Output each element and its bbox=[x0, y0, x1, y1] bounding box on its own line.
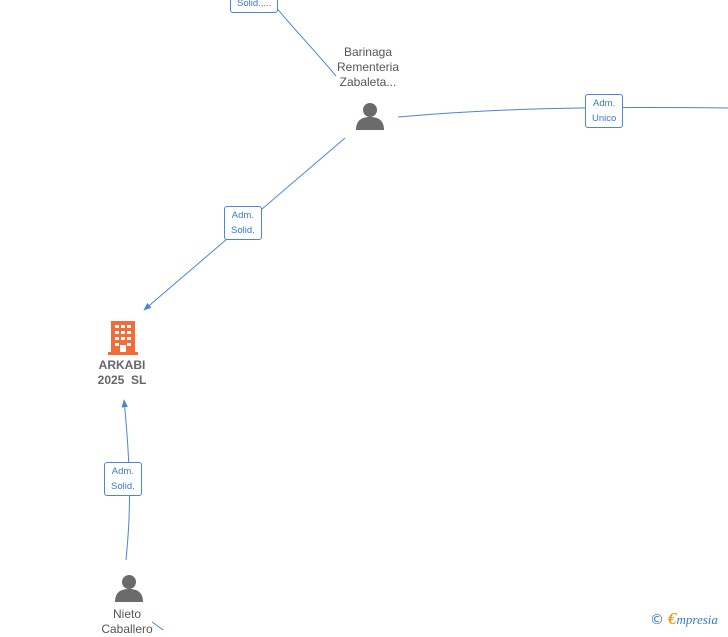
edge-label-line: Adm. bbox=[231, 210, 254, 221]
node-name-line: ARKABI bbox=[98, 358, 146, 372]
edge-label-barinaga-right: Adm. Unico bbox=[585, 94, 624, 128]
brand-logo: ©€mpresia bbox=[650, 609, 718, 629]
building-icon[interactable] bbox=[108, 319, 138, 355]
node-name-line: Rementeria bbox=[336, 60, 400, 74]
edge-label-line: Adm. bbox=[593, 98, 616, 109]
edge-nieto-partial bbox=[151, 621, 165, 630]
edge-label-barinaga-arkabi: Adm. Solid. bbox=[224, 206, 262, 240]
node-name-line: Zabaleta... bbox=[339, 75, 397, 89]
brand-initial: € bbox=[668, 609, 677, 628]
node-label-nieto[interactable]: Nieto Caballero bbox=[87, 607, 167, 637]
edge-barinaga-right bbox=[397, 106, 728, 118]
node-name-line: 2025 SL bbox=[97, 373, 147, 387]
node-name-line: Barinaga bbox=[343, 45, 393, 59]
edge-label-line: Solid. bbox=[111, 481, 135, 492]
edge-label-top-partial: Solid.,... bbox=[230, 0, 279, 13]
edge-label-line: Solid.,... bbox=[237, 0, 272, 9]
edge-label-line: Solid. bbox=[231, 225, 255, 236]
person-icon[interactable] bbox=[354, 101, 386, 131]
node-label-barinaga[interactable]: Barinaga Rementeria Zabaleta... bbox=[318, 45, 418, 90]
edge-label-nieto-arkabi: Adm. Solid. bbox=[104, 462, 142, 496]
node-label-arkabi[interactable]: ARKABI 2025 SL bbox=[77, 358, 167, 388]
edge-label-line: Adm. bbox=[111, 466, 134, 477]
copyright-symbol: © bbox=[650, 612, 664, 628]
edge-label-line: Unico bbox=[592, 113, 617, 124]
brand-name: mpresia bbox=[676, 612, 718, 627]
node-name-line: Nieto bbox=[112, 607, 141, 621]
person-icon[interactable] bbox=[113, 573, 145, 603]
